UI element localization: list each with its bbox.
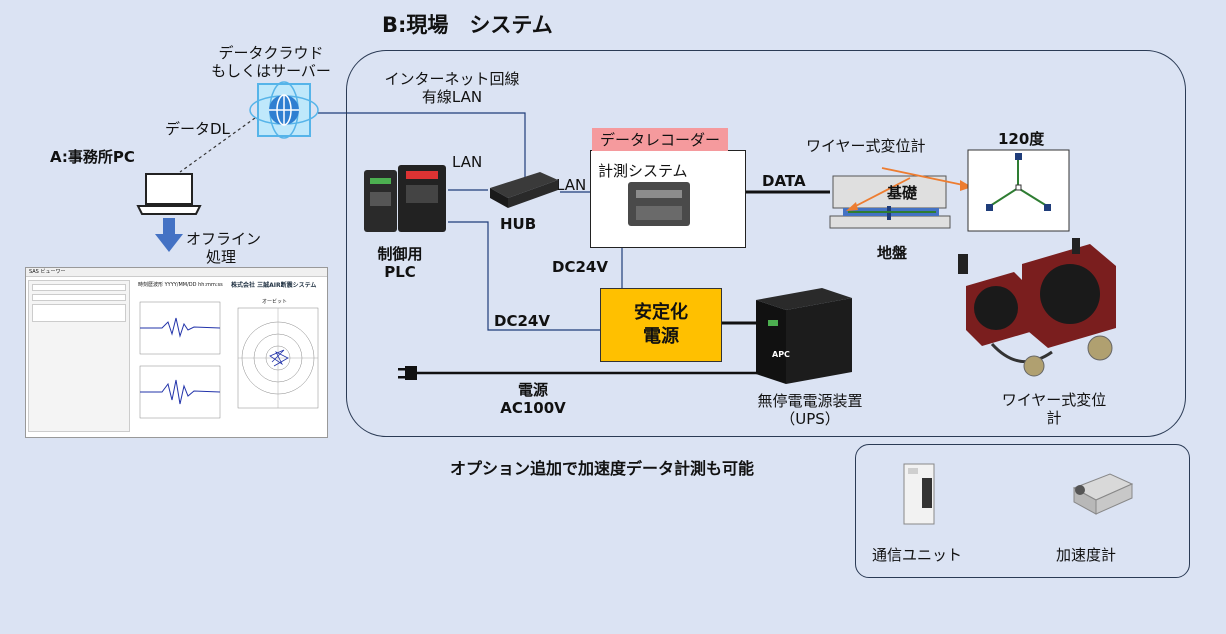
power-label-line2: AC100V (500, 399, 566, 417)
cloud-label-line1: データクラウド (218, 44, 324, 62)
software-window: SAS ビューワー 時刻歴波形 YYYY/MM/DD hh:mm:ss 株式会社… (25, 267, 328, 438)
site-system-boundary (346, 50, 1186, 437)
laptop-icon (136, 173, 202, 215)
ground-label: 地盤 (877, 244, 908, 262)
data-dl-label: データDL (165, 120, 230, 138)
offline-label-line1: オフライン (186, 230, 262, 248)
sensor-pointer-arrows (846, 167, 972, 211)
offline-label-line2: 処理 (205, 248, 236, 266)
cloud-label: データクラウド もしくはサーバー (196, 44, 346, 80)
ups-brand: APC (772, 350, 790, 359)
wire-sensor-caption-line2: 計 (1046, 409, 1062, 427)
internet-label-line2: 有線LAN (421, 88, 483, 106)
plc-module-right (398, 165, 446, 232)
data-recorder-tag: データレコーダー (592, 128, 729, 151)
wire-sensor-caption: ワイヤー式変位 計 (990, 391, 1118, 427)
software-heading: 株式会社 三誠AIR断震システム (231, 282, 317, 289)
communication-unit-icon (903, 463, 935, 525)
internet-label: インターネット回線 有線LAN (362, 70, 542, 106)
options-box (855, 444, 1190, 578)
power-label-line1: 電源 (517, 381, 548, 399)
ups-label-line2: （UPS） (780, 410, 840, 428)
foundation-label: 基礎 (886, 184, 917, 202)
plc-label-line1: 制御用 (377, 245, 423, 263)
page-title: B:現場 システム (382, 13, 553, 37)
internet-label-line1: インターネット回線 (384, 70, 520, 88)
software-graph-title: 時刻歴波形 YYYY/MM/DD hh:mm:ss (138, 282, 223, 288)
cloud-label-line2: もしくはサーバー (211, 62, 331, 80)
software-orbit-title: オービット (262, 299, 288, 305)
internet-line (318, 112, 526, 178)
wire-displacement-sensor-photo (958, 238, 1116, 377)
software-title-bar: SAS ビューワー (26, 268, 327, 277)
cloud-globe-icon (249, 81, 319, 139)
lan-label-top: LAN (452, 153, 483, 171)
foundation-diagram (829, 175, 951, 229)
data-recorder-device (628, 182, 690, 226)
measurement-system-label: 計測システム (598, 162, 688, 180)
hub-label: HUB (500, 215, 537, 233)
software-waveform-charts (139, 301, 221, 419)
ups-label: 無停電電源装置 （UPS） (745, 392, 875, 428)
plc-module-left (364, 170, 397, 232)
psu-label-line1: 安定化 (634, 302, 688, 323)
dc24v-label-upper: DC24V (552, 258, 608, 276)
option-accelerometer: 加速度計 (1056, 546, 1117, 564)
software-orbit-chart (237, 307, 319, 409)
option-communication-unit: 通信ユニット (872, 546, 963, 564)
option-note: オプション追加で加速度データ計測も可能 (450, 459, 755, 478)
wire-sensor-caption-line1: ワイヤー式変位 (1001, 391, 1107, 409)
power-label: 電源 AC100V (488, 381, 578, 417)
plc-label: 制御用 PLC (360, 245, 440, 281)
accelerometer-icon (1072, 473, 1134, 515)
data-label: DATA (762, 172, 806, 190)
wire-sensor-title: ワイヤー式変位計 (806, 137, 926, 155)
stabilized-power-supply: 安定化 電源 (600, 288, 722, 362)
lan-label-right: LAN (556, 176, 587, 194)
ups-label-line1: 無停電電源装置 (757, 392, 863, 410)
offline-label: オフライン 処理 (186, 230, 262, 266)
plc-label-line2: PLC (384, 263, 416, 281)
angle-detail (967, 149, 1070, 232)
hub-device (490, 172, 558, 208)
power-plug-icon (398, 366, 417, 380)
down-arrow-icon (155, 218, 183, 252)
dc24v-label-lower: DC24V (494, 312, 550, 330)
psu-label-line2: 電源 (643, 326, 679, 347)
office-pc-label: A:事務所PC (50, 148, 135, 166)
ups-device (756, 288, 852, 384)
angle-label: 120度 (998, 130, 1045, 148)
software-file-panel (28, 280, 130, 432)
dc24v-plc-line (448, 221, 600, 331)
